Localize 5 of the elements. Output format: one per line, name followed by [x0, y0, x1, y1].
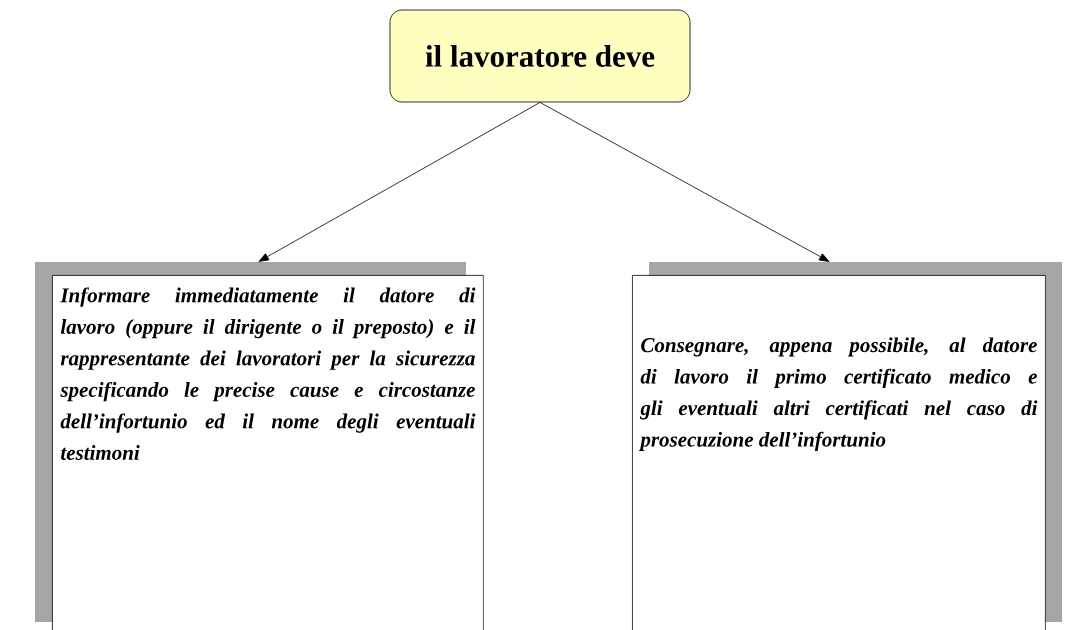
arrow: [258, 102, 541, 262]
arrow: [539, 102, 830, 262]
text-box: Consegnare, appena possibile, al datore di lavoro il primo certificato medico e gli eventuali altri certificati nel caso di prosecuzione dell’infortunio: [632, 262, 1062, 630]
text-box: Informare immediatamente il datore di lavoro (oppure il dirigente o il preposto) e il rappresentante dei lavoratori per la sicurezza specificando le precise cause e circostanze dell’infortunio ed il nome degli eventuali testimoni: [35, 262, 484, 630]
title-box: il lavoratore deve: [389, 9, 691, 103]
